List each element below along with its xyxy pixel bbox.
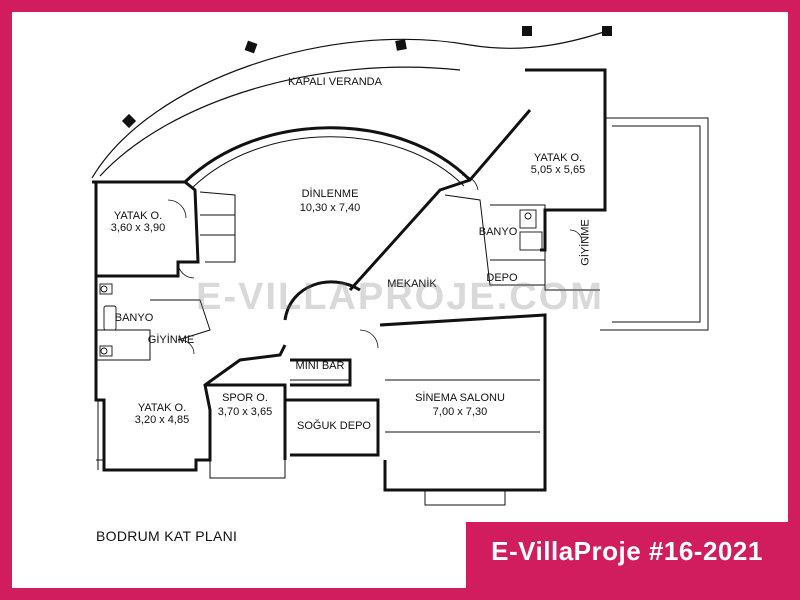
cinema-label: SİNEMA SALONU (415, 392, 505, 404)
bedroom-2-label: YATAK O. (533, 152, 583, 164)
central-rotunda (283, 280, 361, 321)
veranda-inner-arc (99, 66, 461, 177)
bedroom-2-dimensions: 5,05 x 5,65 (530, 164, 586, 176)
dressing-2-label: GİYİNME (579, 219, 592, 266)
dressing-1-label: GİYİNME (147, 334, 195, 346)
lounge-arc-inner (191, 136, 465, 189)
column-1 (121, 113, 137, 129)
frame-background (12, 12, 788, 588)
watermark-text: E-VILLAPROJE.COM (196, 276, 604, 318)
column-3 (395, 39, 407, 51)
mini-bar-label: MİNİ BAR (295, 360, 345, 372)
column-2 (244, 40, 258, 54)
brand-banner: E-VillaProje #16-2021 (466, 522, 788, 588)
bedroom-3-dimensions: 3,20 x 4,85 (134, 414, 190, 426)
west-wing (94, 276, 287, 472)
cold-storage-label: SOĞUK DEPO (297, 420, 371, 432)
mekanik-wall (348, 109, 532, 292)
bedroom-3-label: YATAK O. (137, 402, 187, 414)
soguk-depo (285, 398, 380, 457)
left-bedroom-walls (92, 180, 200, 278)
lounge-dimensions: 10,30 x 7,40 (299, 202, 361, 214)
spor-walls (205, 383, 287, 460)
mechanical-label: MEKANİK (387, 278, 437, 290)
mini-bar (290, 358, 352, 387)
cinema-dimensions: 7,00 x 7,30 (432, 406, 488, 418)
storage-label: DEPO (486, 272, 518, 284)
gym-label: SPOR O. (222, 392, 268, 404)
bathroom-2-label: BANYO (478, 226, 518, 238)
terrace (600, 117, 709, 331)
veranda-outer-arc (91, 29, 611, 179)
brand-text: E-VillaProje #16-2021 (491, 536, 763, 566)
plan-title: BODRUM KAT PLANI (96, 528, 238, 544)
column-5 (602, 26, 612, 36)
sinema-walls (379, 313, 547, 492)
bedroom-1-dimensions: 3,60 x 3,90 (110, 222, 166, 234)
bathroom-1-label: BANYO (114, 312, 154, 324)
right-bedroom (525, 68, 607, 252)
column-4 (522, 26, 532, 36)
veranda-label: KAPALI VERANDA (288, 76, 382, 88)
bedroom-1-label: YATAK O. (113, 210, 163, 222)
lounge-arc-outer (183, 126, 472, 184)
gym-dimensions: 3,70 x 3,65 (217, 406, 273, 418)
lounge-label: DİNLENME (301, 188, 359, 200)
